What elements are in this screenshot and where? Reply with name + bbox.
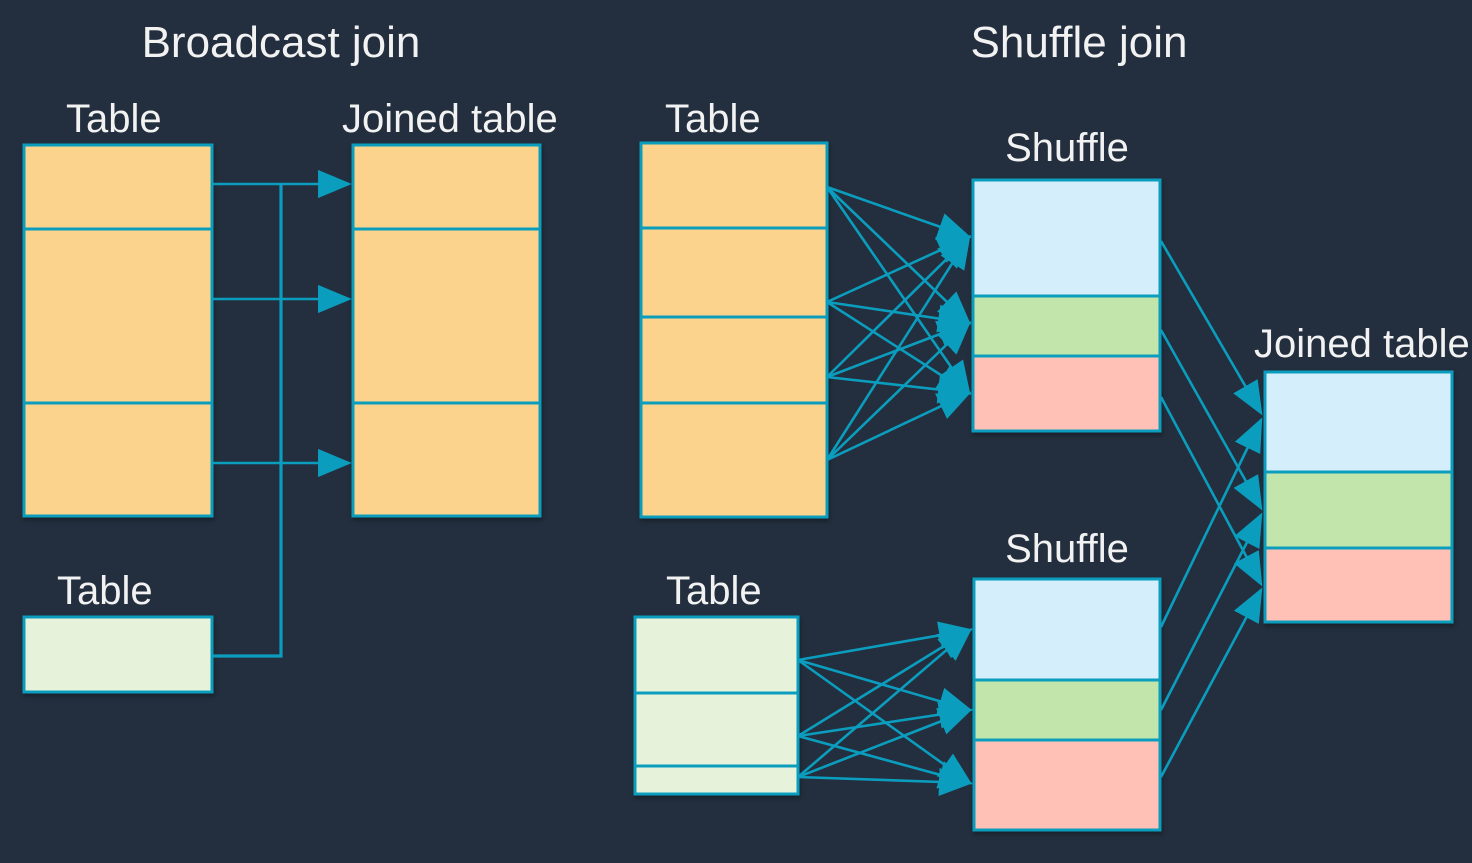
shuffle-top-shuffle-label: Shuffle bbox=[1005, 126, 1129, 170]
fan-arrow bbox=[797, 708, 973, 779]
fan-arrow bbox=[825, 234, 971, 461]
broadcast-table-partition-1 bbox=[22, 143, 214, 231]
shuffle-bottom-fan-arrows bbox=[797, 621, 973, 796]
joined-pink-segment bbox=[1263, 546, 1454, 624]
shuffle-bottom-table bbox=[633, 615, 800, 796]
join-arrow-top-blue bbox=[1159, 240, 1263, 416]
shuffle-top-table bbox=[639, 141, 829, 519]
shuffle-top-table-partition-2 bbox=[639, 226, 829, 319]
broadcast-joined-table-label: Joined table bbox=[342, 97, 558, 141]
broadcast-joined-partition-2 bbox=[351, 227, 542, 405]
join-arrow-bottom-green bbox=[1159, 512, 1263, 711]
broadcast-table-partition-3 bbox=[22, 401, 214, 518]
fan-arrow bbox=[797, 767, 973, 796]
broadcast-joined-partition-1 bbox=[351, 143, 542, 231]
shuffle-top-table-label: Table bbox=[665, 97, 761, 141]
shuffle-bottom-table-label: Table bbox=[666, 569, 762, 613]
shuffle-top-pink-segment bbox=[971, 354, 1162, 433]
shuffle-bottom-pink-segment bbox=[972, 738, 1162, 832]
shuffle-to-joined-arrows bbox=[1159, 240, 1263, 778]
join-arrow-bottom-blue bbox=[1159, 417, 1263, 628]
broadcast-table-partition-2 bbox=[22, 227, 214, 405]
shuffle-top-blue-segment bbox=[971, 178, 1162, 298]
fan-arrow bbox=[826, 321, 972, 461]
broadcast-big-table bbox=[22, 143, 214, 518]
shuffle-bottom-blue-segment bbox=[972, 577, 1162, 682]
broadcast-table-label: Table bbox=[66, 97, 162, 141]
shuffle-join-title: Shuffle join bbox=[971, 18, 1188, 67]
fan-arrow bbox=[826, 186, 972, 325]
fan-arrow bbox=[797, 628, 973, 778]
broadcast-joined-table bbox=[351, 143, 542, 518]
shuffle-top-table-partition-3 bbox=[639, 315, 829, 405]
fan-arrow bbox=[826, 185, 972, 240]
broadcast-joined-partition-3 bbox=[351, 401, 542, 518]
broadcast-arrows bbox=[212, 169, 352, 658]
broadcast-small-table-label: Table bbox=[57, 569, 153, 613]
fan-arrow bbox=[825, 186, 971, 396]
shuffle-joined-table-label: Joined table bbox=[1254, 322, 1470, 366]
shuffle-bottom-table-partition-1 bbox=[633, 615, 800, 695]
shuffle-top-fan-arrows bbox=[825, 185, 972, 462]
join-arrow-top-pink bbox=[1159, 396, 1263, 587]
fan-arrow bbox=[826, 391, 972, 462]
broadcast-small-table-connector bbox=[212, 185, 283, 658]
shuffle-joined-table bbox=[1263, 370, 1454, 624]
shuffle-bottom-green-segment bbox=[972, 678, 1162, 742]
broadcast-small-table bbox=[22, 615, 214, 694]
shuffle-top-table-partition-1 bbox=[639, 141, 829, 230]
fan-arrow bbox=[797, 700, 973, 738]
fan-arrow bbox=[826, 235, 972, 378]
shuffle-bottom-table-partition-3 bbox=[633, 764, 800, 796]
join-arrow-top-green bbox=[1159, 329, 1263, 511]
broadcast-join-title: Broadcast join bbox=[142, 18, 421, 67]
fan-arrow bbox=[826, 375, 972, 404]
join-arrow-bottom-pink bbox=[1159, 587, 1263, 778]
broadcast-small-table-box bbox=[22, 615, 214, 694]
shuffle-top-table-partition-4 bbox=[639, 401, 829, 519]
joined-green-segment bbox=[1263, 470, 1454, 550]
joined-blue-segment bbox=[1263, 370, 1454, 474]
shuffle-bottom-shuffle-label: Shuffle bbox=[1005, 527, 1129, 571]
fan-arrow bbox=[826, 300, 972, 333]
shuffle-top-green-segment bbox=[971, 294, 1162, 358]
shuffle-bottom-table-partition-2 bbox=[633, 691, 800, 768]
shuffle-top-shuffle-box bbox=[971, 178, 1162, 433]
shuffle-bottom-shuffle-box bbox=[972, 577, 1162, 832]
